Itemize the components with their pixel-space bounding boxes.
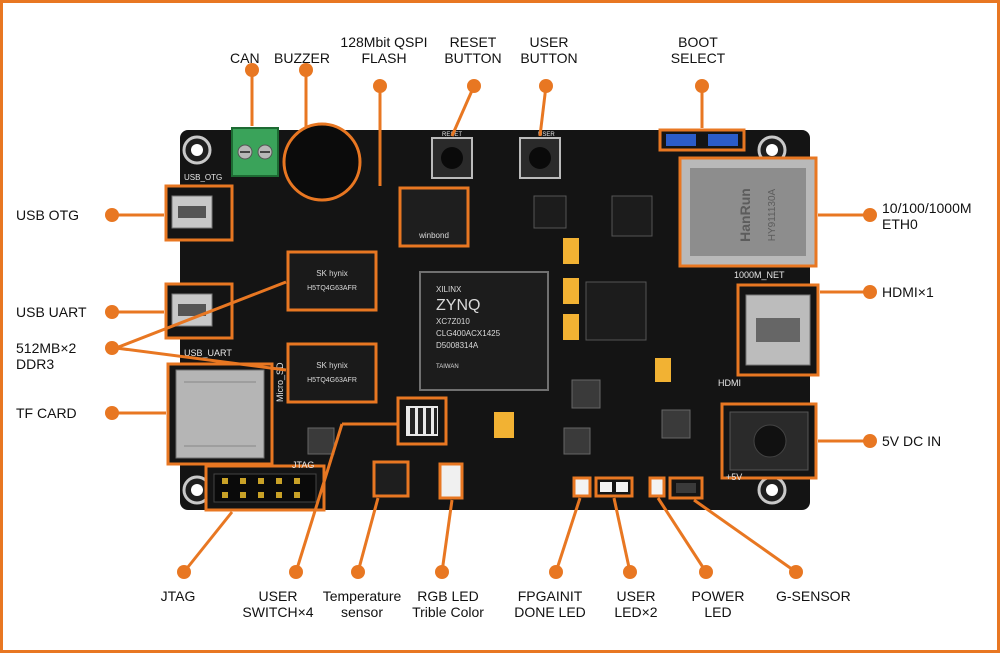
label-usb-otg: USB OTG <box>16 207 80 223</box>
svg-text:ZYNQ: ZYNQ <box>436 297 480 314</box>
label-5v-dc-in: 5V DC IN <box>882 433 942 449</box>
silk-5v: +5V <box>726 472 742 482</box>
inductor <box>563 427 591 455</box>
jtag-header <box>204 464 326 512</box>
label-g-sensor: G-SENSOR <box>776 588 851 604</box>
qspi-flash-chip: winbond <box>398 186 470 248</box>
flash-brand-text: winbond <box>418 231 449 240</box>
inductor <box>307 427 335 455</box>
usb-uart-connector <box>164 282 234 340</box>
ethernet-jack: HanRun HY911130A <box>678 156 818 268</box>
status-leds <box>572 476 704 500</box>
ddr3-chip-1: SK hynix H5TQ4G63AFR <box>286 250 378 312</box>
svg-text:CLG400ACX1425: CLG400ACX1425 <box>436 329 501 338</box>
silk-eth: 1000M_NET <box>734 270 785 280</box>
inductor <box>661 409 691 439</box>
silk-micro-sd: Micro_SD <box>275 362 285 402</box>
svg-text:XILINX: XILINX <box>436 285 462 294</box>
svg-text:TAIWAN: TAIWAN <box>436 364 459 370</box>
ddr3-chip-2: SK hynix H5TQ4G63AFR <box>286 342 378 404</box>
svg-text:H5TQ4G63AFR: H5TQ4G63AFR <box>307 377 357 384</box>
can-terminal <box>231 127 279 177</box>
small-ic <box>533 195 567 229</box>
rgb-led-component <box>438 462 464 500</box>
label-hdmi: HDMI×1 <box>882 284 934 300</box>
tf-card-slot <box>166 362 274 466</box>
silk-user: USER <box>538 132 555 138</box>
svg-text:XC7Z010: XC7Z010 <box>436 317 470 326</box>
silk-usb-uart: USB_UART <box>184 348 232 358</box>
temperature-sensor-component <box>372 460 410 498</box>
ethernet-phy-chip <box>585 281 647 341</box>
label-tf-card: TF CARD <box>16 405 77 421</box>
user-button-component <box>519 137 561 179</box>
eth-brand-text: HanRun <box>737 188 753 242</box>
user-switch-component <box>396 396 448 446</box>
tantalum-capacitors <box>494 238 671 438</box>
small-ic <box>611 195 653 237</box>
svg-text:D5008314A: D5008314A <box>436 341 479 350</box>
label-usb-uart: USB UART <box>16 304 87 320</box>
silk-hdmi: HDMI <box>718 378 741 388</box>
callout-dots <box>105 63 877 579</box>
zynq-soc-chip: XILINX ZYNQ XC7Z010 CLG400ACX1425 D50083… <box>419 271 549 391</box>
label-jtag: JTAG <box>160 588 196 604</box>
svg-text:H5TQ4G63AFR: H5TQ4G63AFR <box>307 285 357 292</box>
buzzer-component <box>282 122 362 202</box>
callout-lines <box>115 70 866 574</box>
eth-part-text: HY911130A <box>767 188 778 241</box>
silk-jtag: JTAG <box>292 460 314 470</box>
hdmi-connector <box>736 283 820 377</box>
reset-button-component <box>431 137 473 179</box>
svg-text:SK hynix: SK hynix <box>316 269 348 278</box>
label-can: CAN <box>230 50 260 66</box>
silk-usb-otg: USB_OTG <box>184 173 222 182</box>
inductor <box>571 379 601 409</box>
dc-jack <box>720 402 818 480</box>
usb-otg-connector <box>164 184 234 242</box>
mounting-holes <box>182 135 787 505</box>
label-buzzer: BUZZER <box>274 50 330 66</box>
svg-text:SK hynix: SK hynix <box>316 361 348 370</box>
boot-select-jumper <box>658 128 746 152</box>
